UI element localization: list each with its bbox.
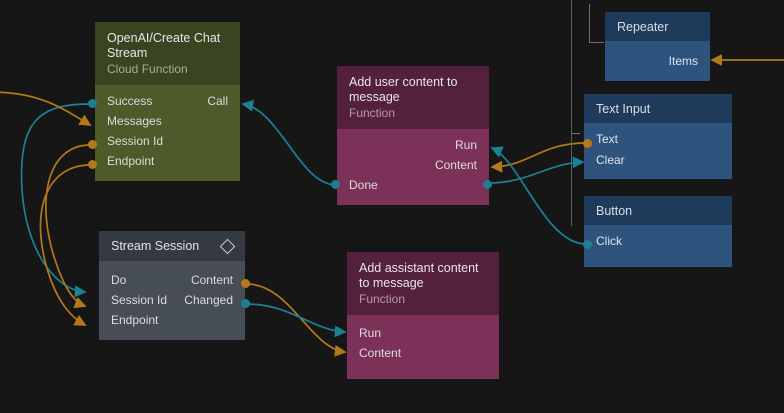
port-label-call: Call: [207, 94, 228, 108]
node-body: Success Call Messages Session Id Endpoin…: [95, 85, 240, 181]
port-label-success: Success: [107, 94, 153, 108]
widget-text-input[interactable]: Text Input Text Clear: [584, 94, 732, 179]
widget-title: Repeater: [617, 19, 669, 34]
node-subtitle: Function: [349, 106, 396, 120]
port-dot-done[interactable]: [331, 180, 340, 189]
port-dot-stream-changed[interactable]: [241, 299, 250, 308]
node-header: Add assistant content to message Functio…: [347, 252, 499, 315]
port-label-items: Items: [668, 54, 698, 68]
node-body: Do Content Session Id Changed Endpoint: [99, 261, 245, 340]
port-label-done: Done: [349, 178, 378, 192]
port-label-text: Text: [596, 131, 619, 146]
port-dot-session-id[interactable]: [88, 140, 97, 149]
port-row-run[interactable]: Run: [337, 135, 489, 155]
port-row-endpoint[interactable]: Endpoint: [95, 151, 240, 171]
port-row-messages[interactable]: Messages: [95, 111, 240, 131]
node-add-assistant-content-to-message[interactable]: Add assistant content to message Functio…: [347, 252, 499, 379]
port-row-clear[interactable]: Clear: [584, 149, 732, 170]
port-label-content: Content: [190, 273, 233, 287]
port-row-session-id[interactable]: Session Id: [95, 131, 240, 151]
port-label-clear: Clear: [596, 152, 625, 167]
port-label-messages: Messages: [107, 114, 162, 128]
widget-body: Text Clear: [584, 123, 732, 179]
diamond-icon: [219, 238, 236, 254]
port-row-done[interactable]: Done: [337, 175, 489, 195]
node-body: Run Content: [347, 315, 499, 379]
node-subtitle: Cloud Function: [107, 62, 188, 76]
port-dot-stream-content[interactable]: [241, 279, 250, 288]
port-row-do[interactable]: Do Content: [99, 270, 245, 290]
widget-body: Click: [584, 225, 732, 267]
port-label-run: Run: [359, 326, 382, 340]
widget-title: Button: [596, 203, 633, 218]
port-row-content[interactable]: Content: [347, 343, 499, 363]
port-label-changed: Changed: [184, 293, 233, 307]
port-label-run: Run: [454, 138, 477, 152]
widget-button[interactable]: Button Click: [584, 196, 732, 267]
port-dot-click[interactable]: [583, 240, 592, 249]
port-label-click: Click: [596, 233, 622, 248]
node-header: Stream Session: [99, 231, 245, 261]
widget-header: Text Input: [584, 94, 732, 123]
port-row-endpoint[interactable]: Endpoint: [99, 310, 245, 330]
node-add-user-content-to-message[interactable]: Add user content to message Function Run…: [337, 66, 489, 205]
widget-body: Items: [605, 41, 710, 81]
port-label-content: Content: [359, 346, 402, 360]
port-label-do: Do: [111, 273, 127, 287]
port-row-session-id[interactable]: Session Id Changed: [99, 290, 245, 310]
widget-title: Text Input: [596, 101, 651, 116]
node-stream-session[interactable]: Stream Session Do Content Session Id Cha…: [99, 231, 245, 340]
widget-repeater[interactable]: Repeater Items: [605, 12, 710, 81]
node-title: Add assistant content to message: [359, 261, 479, 290]
port-row-content[interactable]: Content: [337, 155, 489, 175]
port-dot-endpoint[interactable]: [88, 160, 97, 169]
port-row-text[interactable]: Text: [584, 128, 732, 149]
port-label-session-id: Session Id: [111, 293, 168, 307]
port-dot-content-out[interactable]: [483, 180, 492, 189]
port-row-success[interactable]: Success Call: [95, 91, 240, 111]
node-header: Add user content to message Function: [337, 66, 489, 129]
port-label-endpoint: Endpoint: [111, 313, 159, 327]
widget-header: Repeater: [605, 12, 710, 41]
node-title: OpenAI/Create Chat Stream: [107, 31, 221, 60]
port-label-endpoint: Endpoint: [107, 154, 155, 168]
widget-header: Button: [584, 196, 732, 225]
port-row-click[interactable]: Click: [584, 230, 732, 251]
node-title: Add user content to message: [349, 75, 458, 104]
port-row-items[interactable]: Items: [605, 41, 710, 81]
port-row-run[interactable]: Run: [347, 323, 499, 343]
node-header: OpenAI/Create Chat Stream Cloud Function: [95, 22, 240, 85]
selection-guide-line: [571, 0, 573, 226]
port-dot-text[interactable]: [583, 139, 592, 148]
port-label-session-id: Session Id: [107, 134, 164, 148]
textinput-bracket: [571, 133, 580, 134]
repeater-bracket: [589, 4, 604, 43]
port-label-content: Content: [434, 158, 477, 172]
node-subtitle: Function: [359, 292, 406, 306]
node-title: Stream Session: [111, 239, 200, 253]
node-openai-create-chat-stream[interactable]: OpenAI/Create Chat Stream Cloud Function…: [95, 22, 240, 181]
port-dot-success[interactable]: [88, 99, 97, 108]
node-body: Run Content Done: [337, 129, 489, 205]
